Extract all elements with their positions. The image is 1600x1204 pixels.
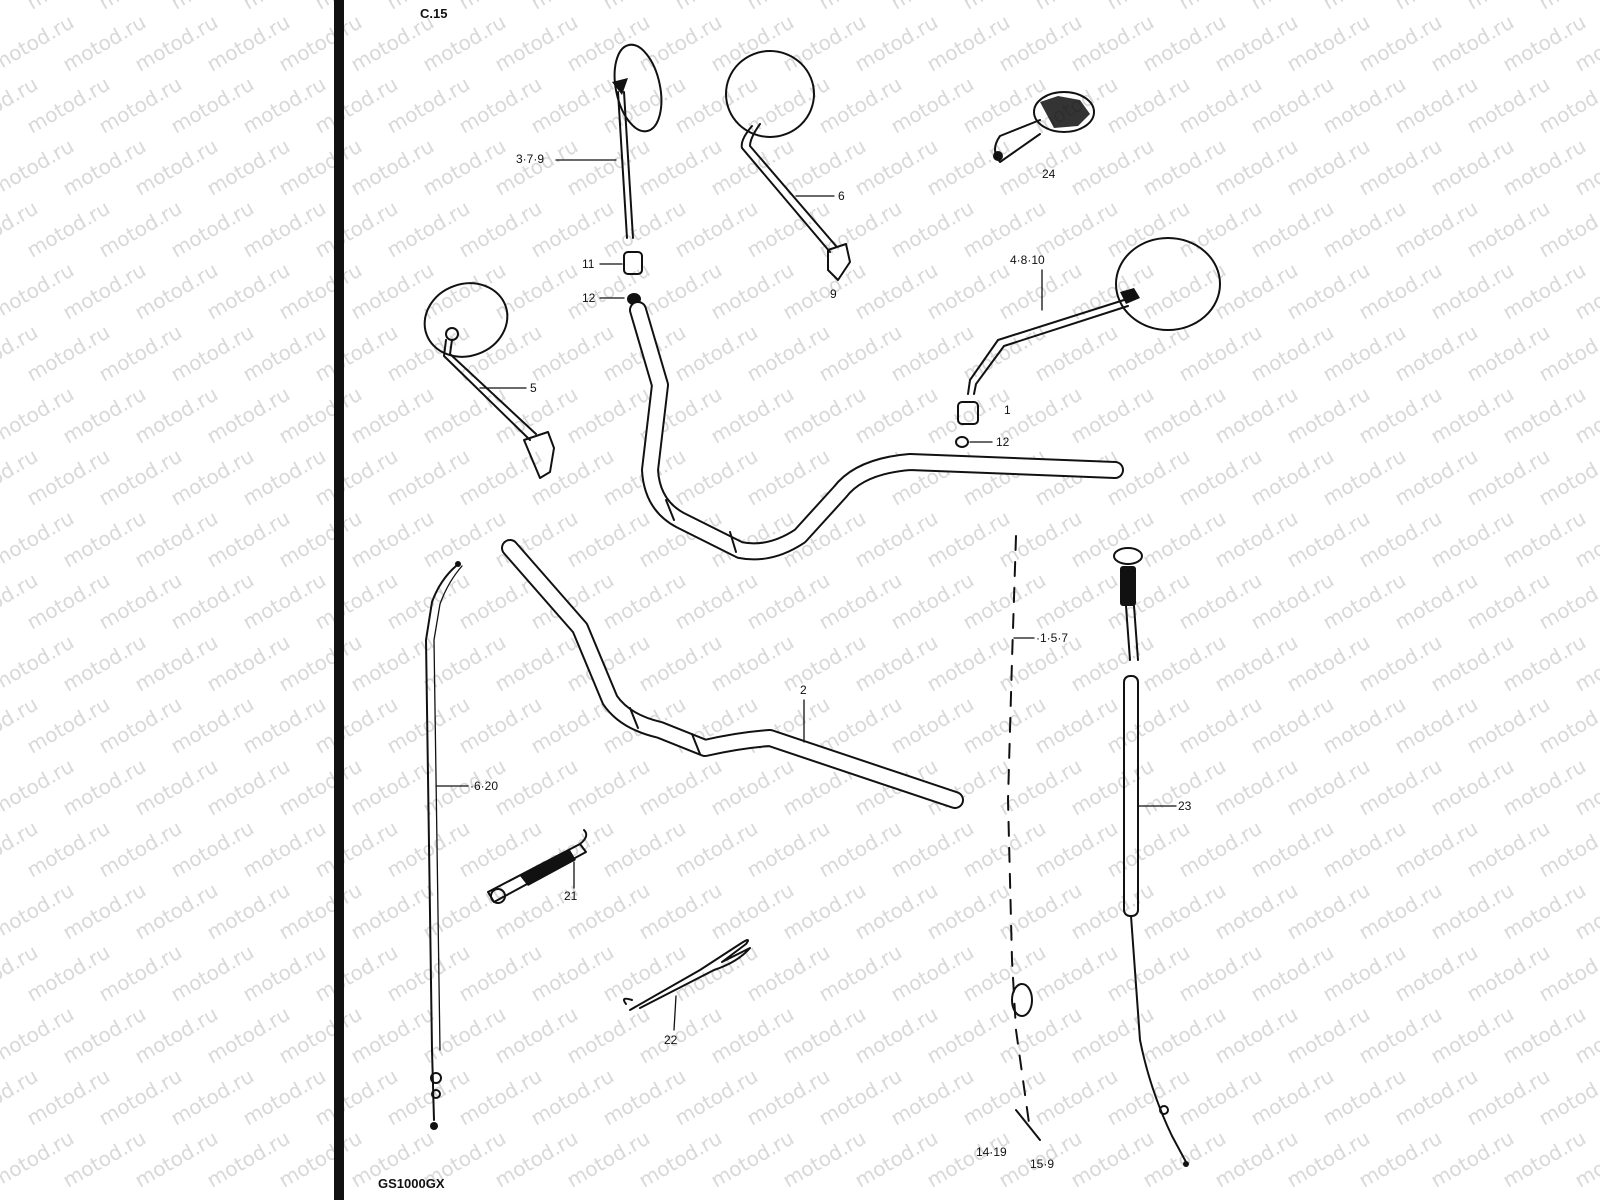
choke-knob-icon — [1114, 548, 1142, 564]
label-9: 9 — [830, 287, 837, 301]
label-12-right: 12 — [996, 435, 1010, 449]
choke-housing-icon — [1120, 566, 1136, 606]
label-24: 24 — [1042, 167, 1056, 181]
label-22: 22 — [664, 1033, 678, 1047]
header-fragment: C.15 — [420, 6, 447, 21]
watermark-text: motod.ru — [1535, 0, 1600, 14]
label-21: 21 — [564, 889, 578, 903]
label-14-19: 14·19 — [976, 1145, 1007, 1159]
label-6: 6 — [838, 189, 845, 203]
label-1-5-7: ·1·5·7 — [1036, 631, 1068, 645]
label-5: 5 — [530, 381, 537, 395]
label-12: 12 — [582, 291, 596, 305]
cable-end-icon — [430, 1122, 438, 1130]
cable-adjuster-icon — [1012, 984, 1032, 1016]
label-11: 11 — [582, 257, 595, 271]
label-23: 23 — [1178, 799, 1192, 813]
label-4-8-10: 4·8·10 — [1010, 253, 1045, 267]
label-2: 2 — [800, 683, 807, 697]
label-3-7-9: 3·7·9 — [516, 152, 544, 166]
cable-23-sleeve — [1124, 676, 1138, 916]
label-1: 1 — [1004, 403, 1011, 417]
label-6-20: ·6·20 — [470, 779, 498, 793]
model-name: GS1000GX — [378, 1176, 445, 1191]
page-border-bar — [334, 0, 344, 1200]
cable-end-icon — [455, 561, 461, 567]
cable-end-icon — [1183, 1161, 1189, 1167]
part-22-end-icon — [624, 999, 632, 1004]
label-15-9: 15·9 — [1030, 1157, 1054, 1171]
clamp-bolt-icon — [993, 151, 1003, 161]
